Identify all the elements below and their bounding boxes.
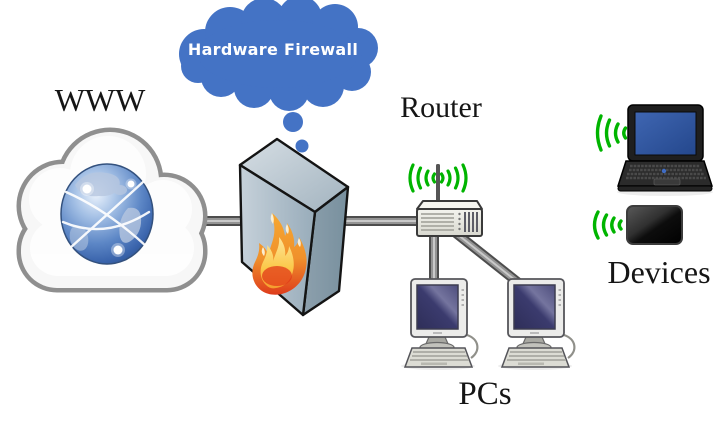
laptop-icon: [595, 104, 714, 196]
devices-label: Devices: [607, 254, 711, 290]
wifi-signal-icon: [595, 114, 628, 152]
thought-dot-large: [283, 112, 303, 132]
firewall-flame-box-icon: [238, 137, 350, 317]
desktop-pc-icon: [401, 278, 479, 370]
www-cloud-icon: [16, 127, 208, 293]
wireless-router-icon: [408, 163, 483, 237]
wifi-signal-icon: [592, 210, 623, 240]
globe-icon: [60, 163, 154, 265]
www-label: WWW: [54, 82, 146, 118]
tablet-icon: [592, 205, 683, 245]
pcs-label: PCs: [458, 376, 512, 412]
thought-cloud-icon: [179, 0, 378, 153]
thought-bubble-label: Hardware Firewall: [187, 40, 359, 59]
desktop-pc-icon-2: [496, 277, 576, 372]
flame-icon: [252, 213, 307, 295]
thought-dot-small: [295, 139, 309, 153]
cable-router-to-pc2: [448, 226, 524, 288]
wifi-signal-icon: [408, 163, 468, 193]
router-label: Router: [400, 91, 482, 124]
